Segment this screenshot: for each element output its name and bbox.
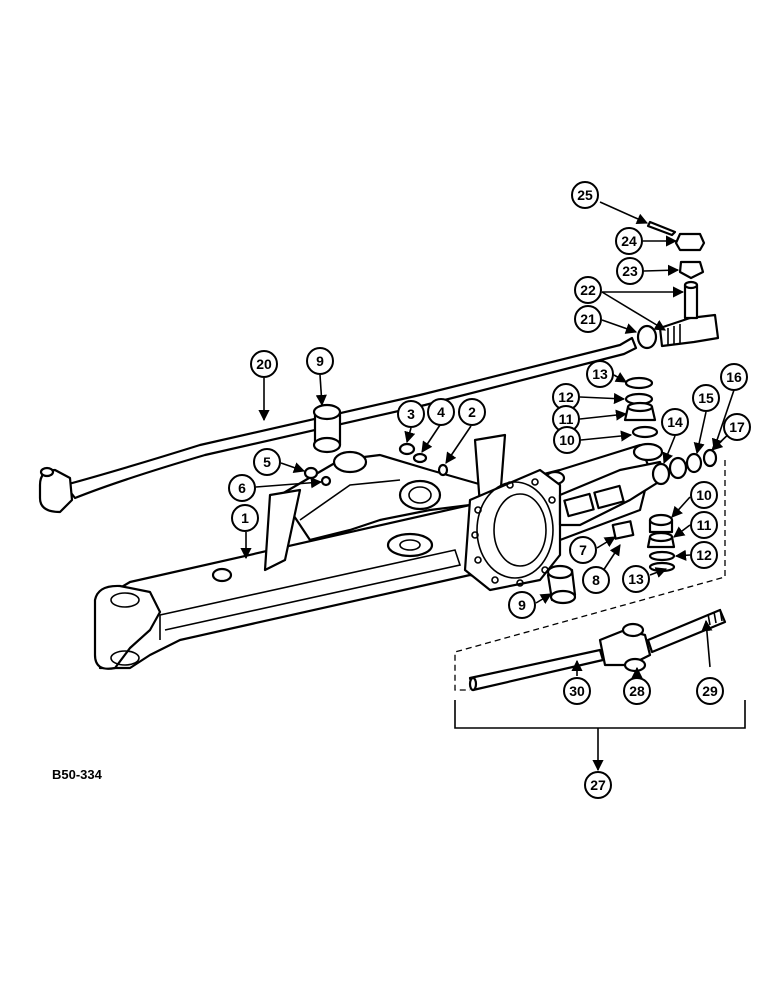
callout-1-label: 1 bbox=[241, 510, 249, 526]
callout-5-label: 5 bbox=[263, 454, 271, 470]
callout-15-label: 15 bbox=[698, 390, 714, 406]
callout-5: 5 bbox=[253, 448, 281, 476]
kingpin-stack-lower bbox=[546, 513, 676, 605]
callout-9-upper: 9 bbox=[306, 347, 334, 375]
callout-11-upper-label: 11 bbox=[559, 411, 574, 427]
callout-23-label: 23 bbox=[622, 263, 638, 279]
callout-12-lower: 12 bbox=[690, 541, 718, 569]
callout-27: 27 bbox=[584, 771, 612, 799]
callout-8: 8 bbox=[582, 566, 610, 594]
callout-12-lower-label: 12 bbox=[696, 547, 712, 563]
callout-10-upper: 10 bbox=[553, 426, 581, 454]
callout-17: 17 bbox=[723, 413, 751, 441]
callout-27-label: 27 bbox=[590, 777, 606, 793]
callout-16: 16 bbox=[720, 363, 748, 391]
callout-25-label: 25 bbox=[577, 187, 593, 203]
callout-9-lower: 9 bbox=[508, 591, 536, 619]
callout-29-label: 29 bbox=[702, 683, 718, 699]
callout-28: 28 bbox=[623, 677, 651, 705]
callout-22-label: 22 bbox=[580, 282, 596, 298]
callout-22: 22 bbox=[574, 276, 602, 304]
callout-3-label: 3 bbox=[407, 406, 415, 422]
callout-3: 3 bbox=[397, 400, 425, 428]
axle-housing bbox=[93, 433, 667, 670]
callout-13-upper-label: 13 bbox=[592, 366, 608, 382]
callout-7: 7 bbox=[569, 536, 597, 564]
callout-8-label: 8 bbox=[592, 572, 600, 588]
spindle-seals bbox=[651, 448, 718, 486]
callout-24: 24 bbox=[615, 227, 643, 255]
callout-10-upper-label: 10 bbox=[559, 432, 575, 448]
callout-6: 6 bbox=[228, 474, 256, 502]
callout-30-label: 30 bbox=[569, 683, 585, 699]
callout-1: 1 bbox=[231, 504, 259, 532]
callout-4-label: 4 bbox=[437, 404, 445, 420]
callout-9-upper-label: 9 bbox=[316, 353, 324, 369]
callout-21-label: 21 bbox=[580, 311, 596, 327]
callout-10-lower-label: 10 bbox=[696, 487, 712, 503]
callout-6-label: 6 bbox=[238, 480, 246, 496]
kingpin-stack-upper bbox=[623, 376, 659, 439]
callout-24-label: 24 bbox=[621, 233, 637, 249]
tie-rod-end bbox=[636, 220, 720, 350]
bushings-left bbox=[303, 403, 449, 487]
callout-13-lower-label: 13 bbox=[628, 571, 644, 587]
callout-9-lower-label: 9 bbox=[518, 597, 526, 613]
callout-25: 25 bbox=[571, 181, 599, 209]
callout-21: 21 bbox=[574, 305, 602, 333]
callout-13-lower: 13 bbox=[622, 565, 650, 593]
callout-16-label: 16 bbox=[726, 369, 742, 385]
callout-7-label: 7 bbox=[579, 542, 587, 558]
tie-rod bbox=[38, 336, 638, 514]
figure-reference: B50-334 bbox=[52, 767, 103, 782]
callout-15: 15 bbox=[692, 384, 720, 412]
callout-13-upper: 13 bbox=[586, 360, 614, 388]
axle-shaft bbox=[468, 608, 727, 692]
callout-14: 14 bbox=[661, 408, 689, 436]
callout-2: 2 bbox=[458, 398, 486, 426]
callout-20: 20 bbox=[250, 350, 278, 378]
callout-11-upper: 11 bbox=[552, 405, 580, 433]
callout-11-lower: 11 bbox=[690, 511, 718, 539]
callout-2-label: 2 bbox=[468, 404, 476, 420]
callout-29: 29 bbox=[696, 677, 724, 705]
callout-4: 4 bbox=[427, 398, 455, 426]
callout-30: 30 bbox=[563, 677, 591, 705]
leader-lines bbox=[240, 201, 737, 679]
callout-23: 23 bbox=[616, 257, 644, 285]
callout-10-lower: 10 bbox=[690, 481, 718, 509]
callout-20-label: 20 bbox=[256, 356, 272, 372]
callout-11-lower-label: 11 bbox=[697, 517, 712, 533]
callout-17-label: 17 bbox=[729, 419, 745, 435]
callout-28-label: 28 bbox=[629, 683, 645, 699]
callout-12-upper-label: 12 bbox=[558, 389, 574, 405]
callout-14-label: 14 bbox=[667, 414, 683, 430]
